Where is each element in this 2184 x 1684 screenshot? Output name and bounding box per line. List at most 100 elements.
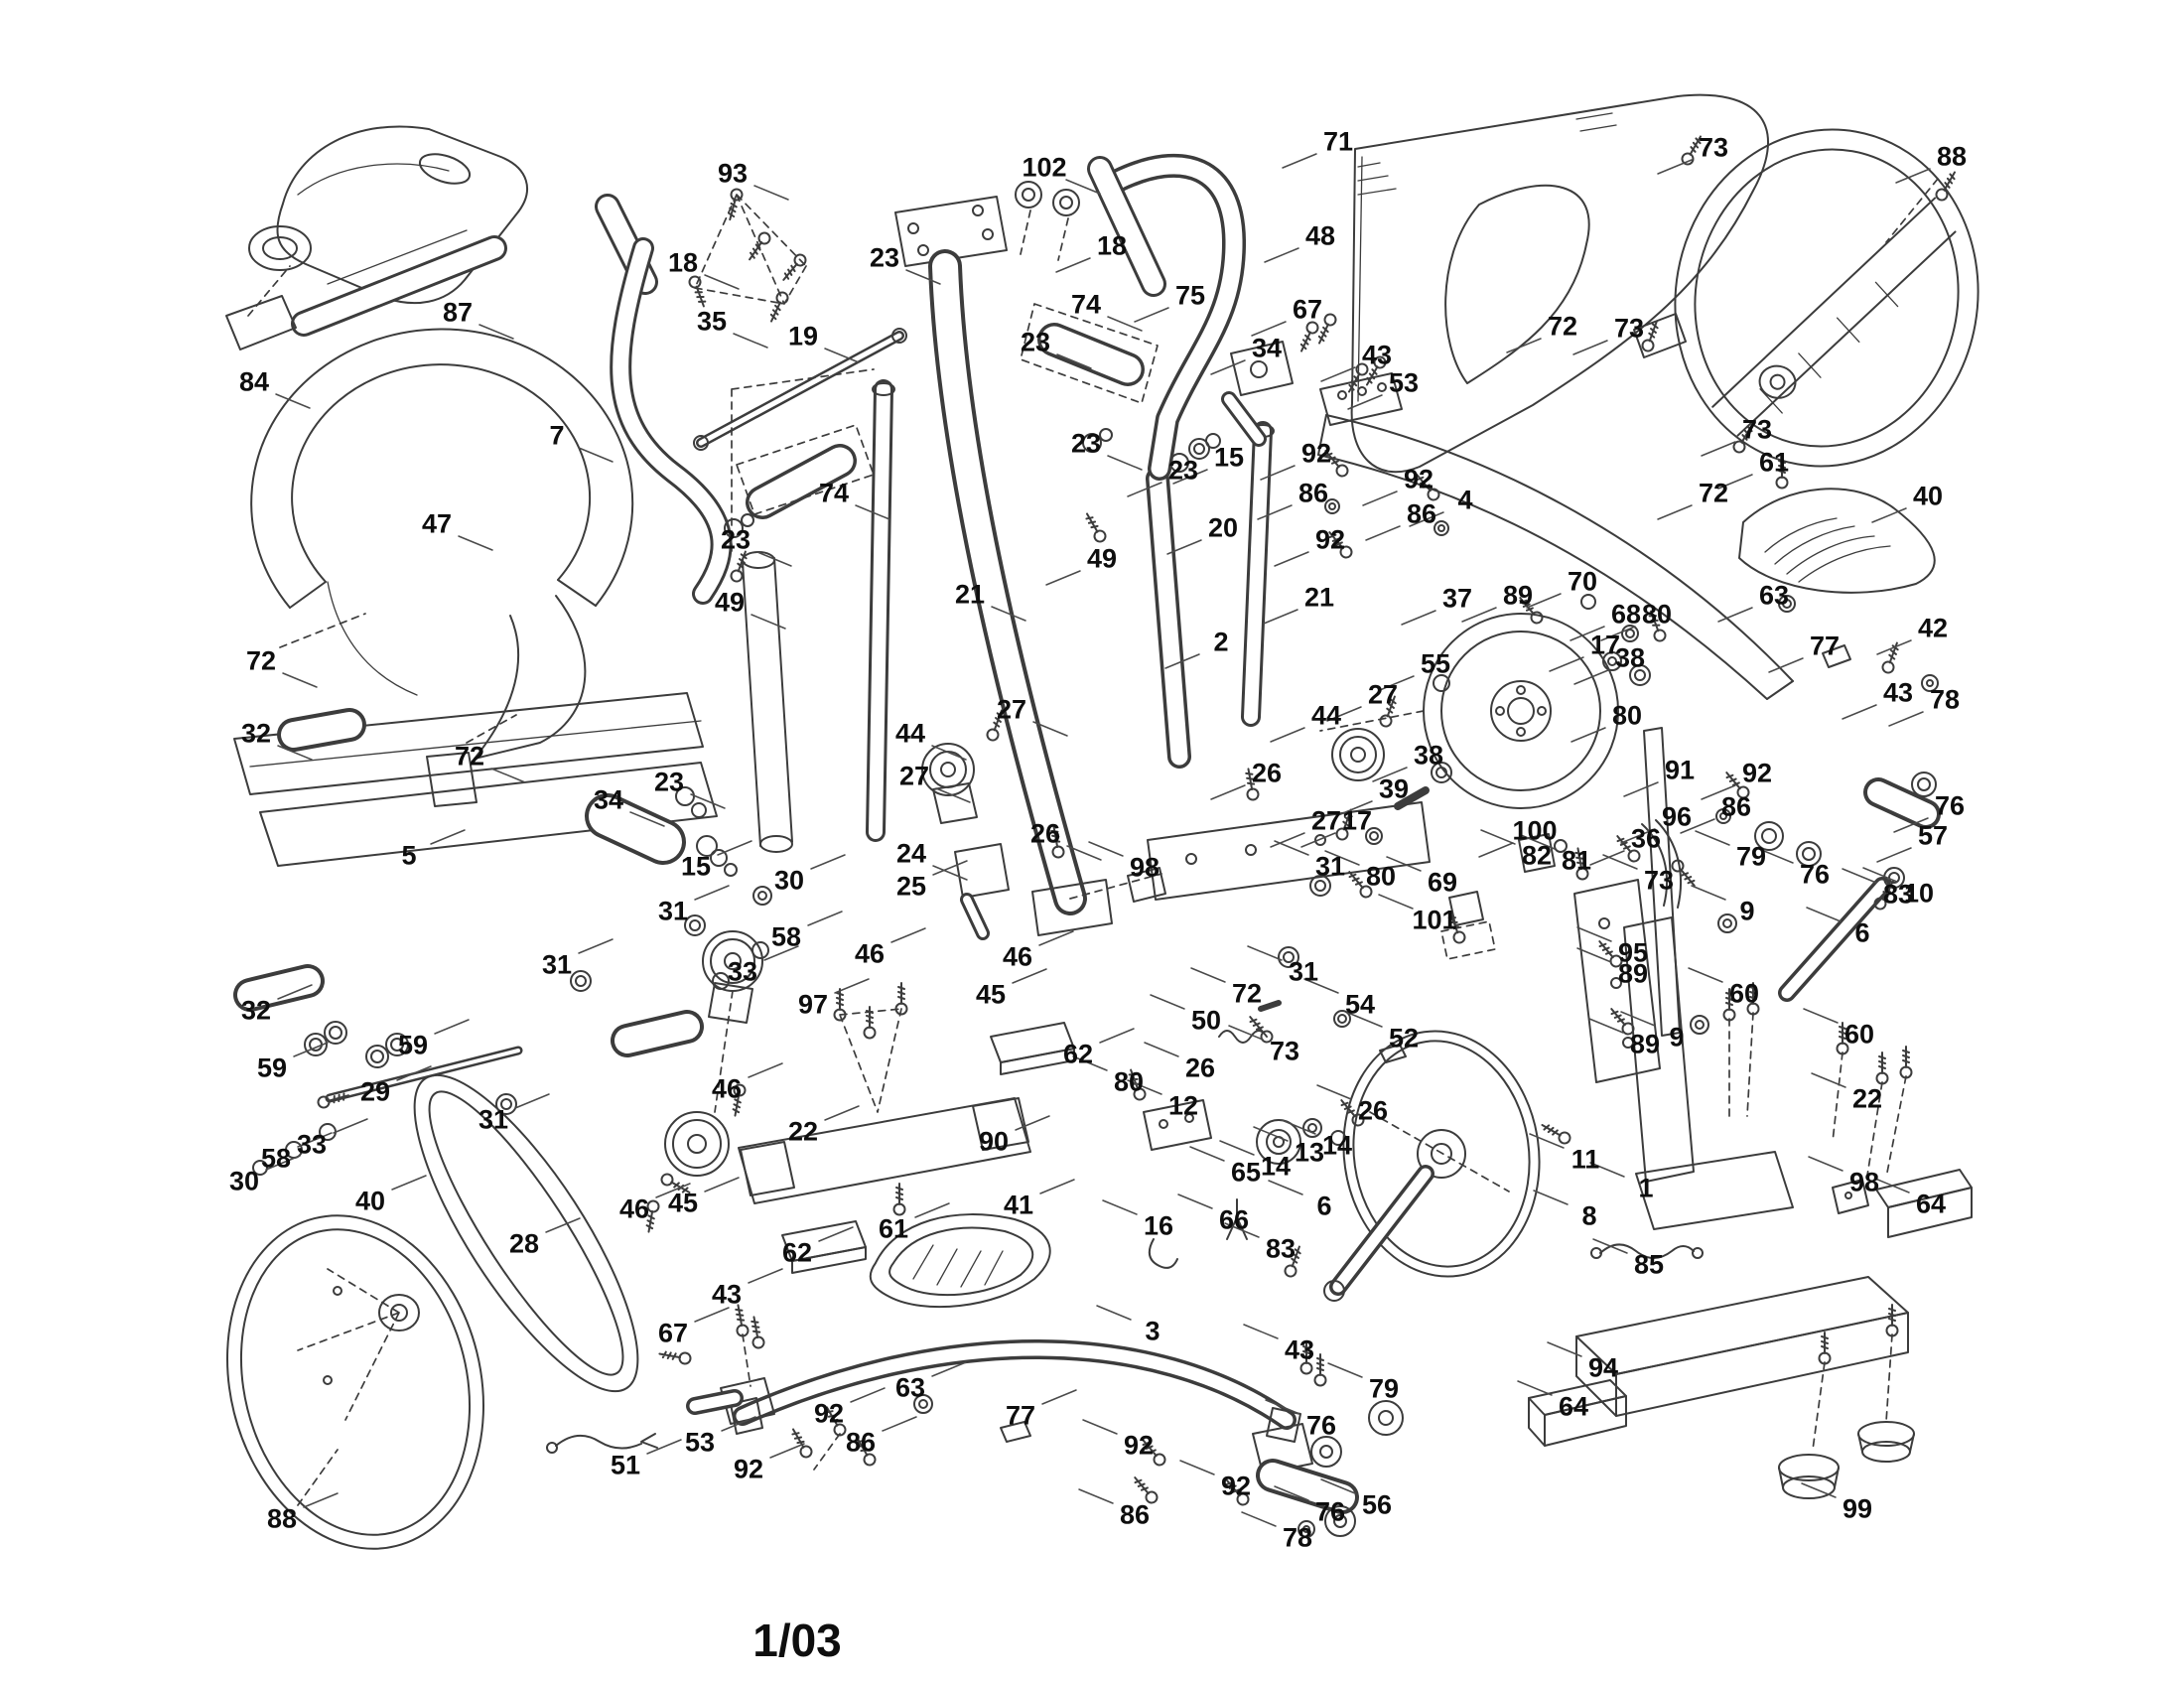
part-label-37: 37 <box>1441 583 1473 614</box>
part-label-30: 30 <box>228 1166 260 1196</box>
part-label-81: 81 <box>1561 845 1592 876</box>
part-label-55: 55 <box>1420 648 1451 679</box>
part-label-24: 24 <box>895 838 927 869</box>
part-label-23: 23 <box>1167 455 1199 486</box>
part-label-59: 59 <box>397 1030 429 1060</box>
part-label-83: 83 <box>1265 1233 1297 1264</box>
part-label-26: 26 <box>1184 1052 1216 1083</box>
part-label-92: 92 <box>733 1454 764 1484</box>
part-label-72: 72 <box>1547 311 1578 342</box>
part-label-84: 84 <box>238 366 270 397</box>
part-label-83: 83 <box>1882 879 1914 910</box>
part-label-26: 26 <box>1357 1095 1389 1126</box>
link-hardware-center <box>1218 1000 1407 1063</box>
part-label-92: 92 <box>1123 1430 1155 1461</box>
part-label-22: 22 <box>787 1116 819 1147</box>
part-label-63: 63 <box>894 1372 926 1403</box>
part-label-96: 96 <box>1661 801 1693 832</box>
part-label-67: 67 <box>657 1318 689 1348</box>
part-label-46: 46 <box>1002 941 1033 972</box>
part-label-44: 44 <box>1310 700 1342 731</box>
part-label-40: 40 <box>354 1186 386 1216</box>
part-label-75: 75 <box>1174 280 1206 311</box>
part-label-73: 73 <box>1269 1036 1300 1066</box>
part-label-20: 20 <box>1207 512 1239 543</box>
part-label-43: 43 <box>1361 340 1393 370</box>
part-label-46: 46 <box>711 1073 743 1104</box>
part-label-45: 45 <box>975 979 1007 1010</box>
part-label-3: 3 <box>1145 1316 1160 1346</box>
part-label-73: 73 <box>1741 414 1773 445</box>
frame-deck <box>233 692 772 1176</box>
part-label-12: 12 <box>1167 1090 1199 1121</box>
part-label-61: 61 <box>878 1213 909 1244</box>
part-label-31: 31 <box>1288 956 1319 987</box>
part-label-73: 73 <box>1643 865 1675 896</box>
part-label-92: 92 <box>1314 524 1346 555</box>
part-label-21: 21 <box>1303 582 1335 613</box>
part-label-64: 64 <box>1558 1391 1589 1422</box>
part-label-60: 60 <box>1728 978 1760 1009</box>
part-label-85: 85 <box>1633 1249 1665 1280</box>
part-label-72: 72 <box>454 741 485 772</box>
part-label-46: 46 <box>618 1193 650 1224</box>
leader-lines <box>265 153 1931 1527</box>
part-label-68: 68 <box>1610 599 1642 630</box>
part-label-76: 76 <box>1799 859 1831 890</box>
part-label-6: 6 <box>1316 1191 1332 1221</box>
part-label-98: 98 <box>1129 852 1160 883</box>
part-label-88: 88 <box>1936 141 1968 172</box>
part-label-89: 89 <box>1617 958 1649 989</box>
part-label-60: 60 <box>1843 1019 1875 1050</box>
hardware-88-top-right <box>1730 168 1961 456</box>
part-label-32: 32 <box>240 718 272 749</box>
flywheel <box>1319 593 1669 809</box>
part-label-29: 29 <box>359 1076 391 1107</box>
part-label-33: 33 <box>296 1129 328 1160</box>
part-label-50: 50 <box>1190 1005 1222 1036</box>
part-label-16: 16 <box>1143 1210 1174 1241</box>
part-label-62: 62 <box>781 1237 813 1268</box>
part-label-92: 92 <box>1220 1471 1252 1501</box>
part-label-70: 70 <box>1567 566 1598 597</box>
part-label-38: 38 <box>1413 740 1444 771</box>
part-label-28: 28 <box>508 1228 540 1259</box>
part-label-7: 7 <box>549 420 565 451</box>
rear-stabilizer <box>1528 1169 1973 1499</box>
part-label-93: 93 <box>717 158 749 189</box>
part-label-53: 53 <box>1388 367 1420 398</box>
crank-wheels <box>642 930 763 1234</box>
part-label-8: 8 <box>1581 1200 1597 1231</box>
fastener-drops-right <box>1722 982 1913 1183</box>
part-label-31: 31 <box>541 949 573 980</box>
part-label-99: 99 <box>1842 1493 1873 1524</box>
part-label-86: 86 <box>845 1427 877 1458</box>
part-label-53: 53 <box>684 1427 716 1458</box>
part-label-46: 46 <box>854 938 886 969</box>
drive-disc-bottom-left <box>226 1214 484 1550</box>
part-label-21: 21 <box>954 579 986 610</box>
part-label-77: 77 <box>1005 1400 1036 1431</box>
part-label-102: 102 <box>1022 152 1067 183</box>
handlebar-right <box>728 153 1247 585</box>
foam-pads <box>781 1022 1075 1274</box>
part-label-79: 79 <box>1735 841 1767 872</box>
part-label-43: 43 <box>711 1279 743 1310</box>
part-label-52: 52 <box>1388 1023 1420 1053</box>
part-label-23: 23 <box>869 242 900 273</box>
part-label-101: 101 <box>1412 905 1457 935</box>
diagram-date: 1/03 <box>752 1614 842 1666</box>
part-label-58: 58 <box>260 1143 292 1174</box>
part-label-9: 9 <box>1669 1022 1685 1052</box>
part-label-89: 89 <box>1502 580 1534 611</box>
part-label-73: 73 <box>1698 132 1729 163</box>
part-label-59: 59 <box>256 1052 288 1083</box>
part-label-71: 71 <box>1322 126 1354 157</box>
link-beam <box>738 1097 1031 1204</box>
part-label-15: 15 <box>680 851 712 882</box>
hardware-cluster-97 <box>833 982 908 1113</box>
part-label-74: 74 <box>818 478 850 508</box>
